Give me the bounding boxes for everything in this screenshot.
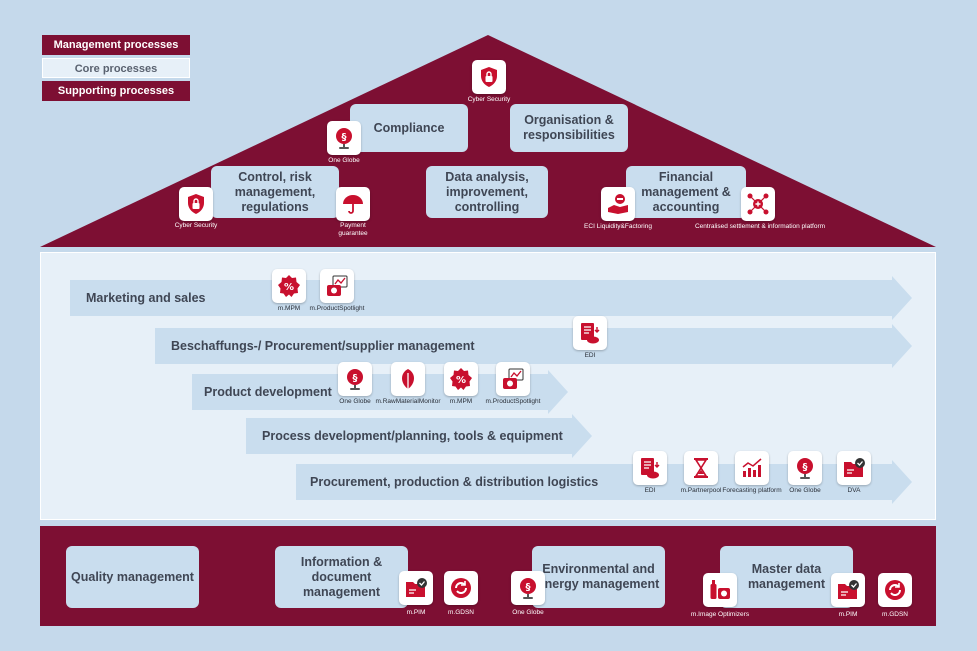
one-globe-caption-core: One Globe	[339, 398, 371, 405]
image-optimizers-caption: m.Image Optimizers	[690, 611, 750, 618]
product-spotlight-icon	[320, 269, 354, 303]
cyber-security-caption-left: Cyber Security	[174, 222, 218, 229]
umbrella-icon	[336, 187, 370, 221]
pim-folder-icon-2	[831, 573, 865, 607]
dva-caption: DVA	[847, 487, 861, 494]
edi-icon-2	[633, 451, 667, 485]
partnerpool-caption: m.Partnerpool	[680, 487, 722, 494]
one-globe-icon-3	[788, 451, 822, 485]
leaf-icon	[391, 362, 425, 396]
arrow-logistics: Procurement, production & distribution l…	[310, 475, 599, 489]
arrow-marketing: Marketing and sales	[86, 291, 206, 305]
one-globe-caption: One Globe	[328, 157, 360, 164]
edi-caption-2: EDI	[644, 487, 656, 494]
cyber-security-caption: Cyber Security	[467, 96, 511, 103]
product-spotlight-icon-2	[496, 362, 530, 396]
centralised-caption: Centralised settlement & information pla…	[694, 223, 826, 230]
one-globe-icon-core	[338, 362, 372, 396]
one-globe-icon	[327, 121, 361, 155]
box-master-data: Master data management	[720, 546, 853, 608]
box-environmental: Environmental and energy management	[532, 546, 665, 608]
box-compliance: Compliance	[350, 104, 468, 152]
legend-supporting: Supporting processes	[42, 81, 190, 101]
mpm-caption-2: m.MPM	[449, 398, 473, 405]
legend-core: Core processes	[42, 58, 190, 78]
box-information: Information & document management	[275, 546, 408, 608]
pim-folder-icon	[399, 571, 433, 605]
one-globe-caption-3: One Globe	[789, 487, 821, 494]
network-icon	[741, 187, 775, 221]
one-globe-icon-4	[511, 571, 545, 605]
cyber-security-icon	[472, 60, 506, 94]
hourglass-icon	[684, 451, 718, 485]
product-spotlight-caption-2: m.ProductSpotlight	[485, 398, 541, 405]
arrow-process-development: Process development/planning, tools & eq…	[262, 429, 563, 443]
mpm-icon	[272, 269, 306, 303]
mpm-icon-2	[444, 362, 478, 396]
eci-caption: ECI Liquidity&Factoring	[584, 223, 652, 230]
edi-caption: EDI	[584, 352, 596, 359]
legend-management: Management processes	[42, 35, 190, 55]
box-quality: Quality management	[66, 546, 199, 608]
forecast-icon	[735, 451, 769, 485]
box-organisation: Organisation & responsibilities	[510, 104, 628, 152]
cyber-security-icon-left	[179, 187, 213, 221]
box-financial: Financial management & accounting	[626, 166, 746, 218]
arrow-procurement: Beschaffungs-/ Procurement/supplier mana…	[171, 339, 475, 353]
gdsn-caption: m.GDSN	[448, 609, 474, 616]
pim-caption-2: m.PIM	[838, 611, 858, 618]
one-globe-caption-4: One Globe	[512, 609, 544, 616]
box-control: Control, risk management, regulations	[211, 166, 339, 218]
dva-folder-icon	[837, 451, 871, 485]
hand-coin-icon	[601, 187, 635, 221]
product-spotlight-caption: m.ProductSpotlight	[309, 305, 365, 312]
mpm-caption: m.MPM	[277, 305, 301, 312]
raw-material-caption: m.RawMaterialMonitor	[375, 398, 441, 405]
payment-guarantee-caption: Payment guarantee	[338, 222, 368, 237]
forecasting-caption: Forecasting platform	[722, 487, 782, 494]
box-data-analysis: Data analysis, improvement, controlling	[426, 166, 548, 218]
gdsn-sync-icon-2	[878, 573, 912, 607]
pim-caption: m.PIM	[406, 609, 426, 616]
edi-icon	[573, 316, 607, 350]
image-optimizers-icon	[703, 573, 737, 607]
gdsn-caption-2: m.GDSN	[882, 611, 908, 618]
gdsn-sync-icon	[444, 571, 478, 605]
arrow-product-development: Product development	[204, 385, 332, 399]
